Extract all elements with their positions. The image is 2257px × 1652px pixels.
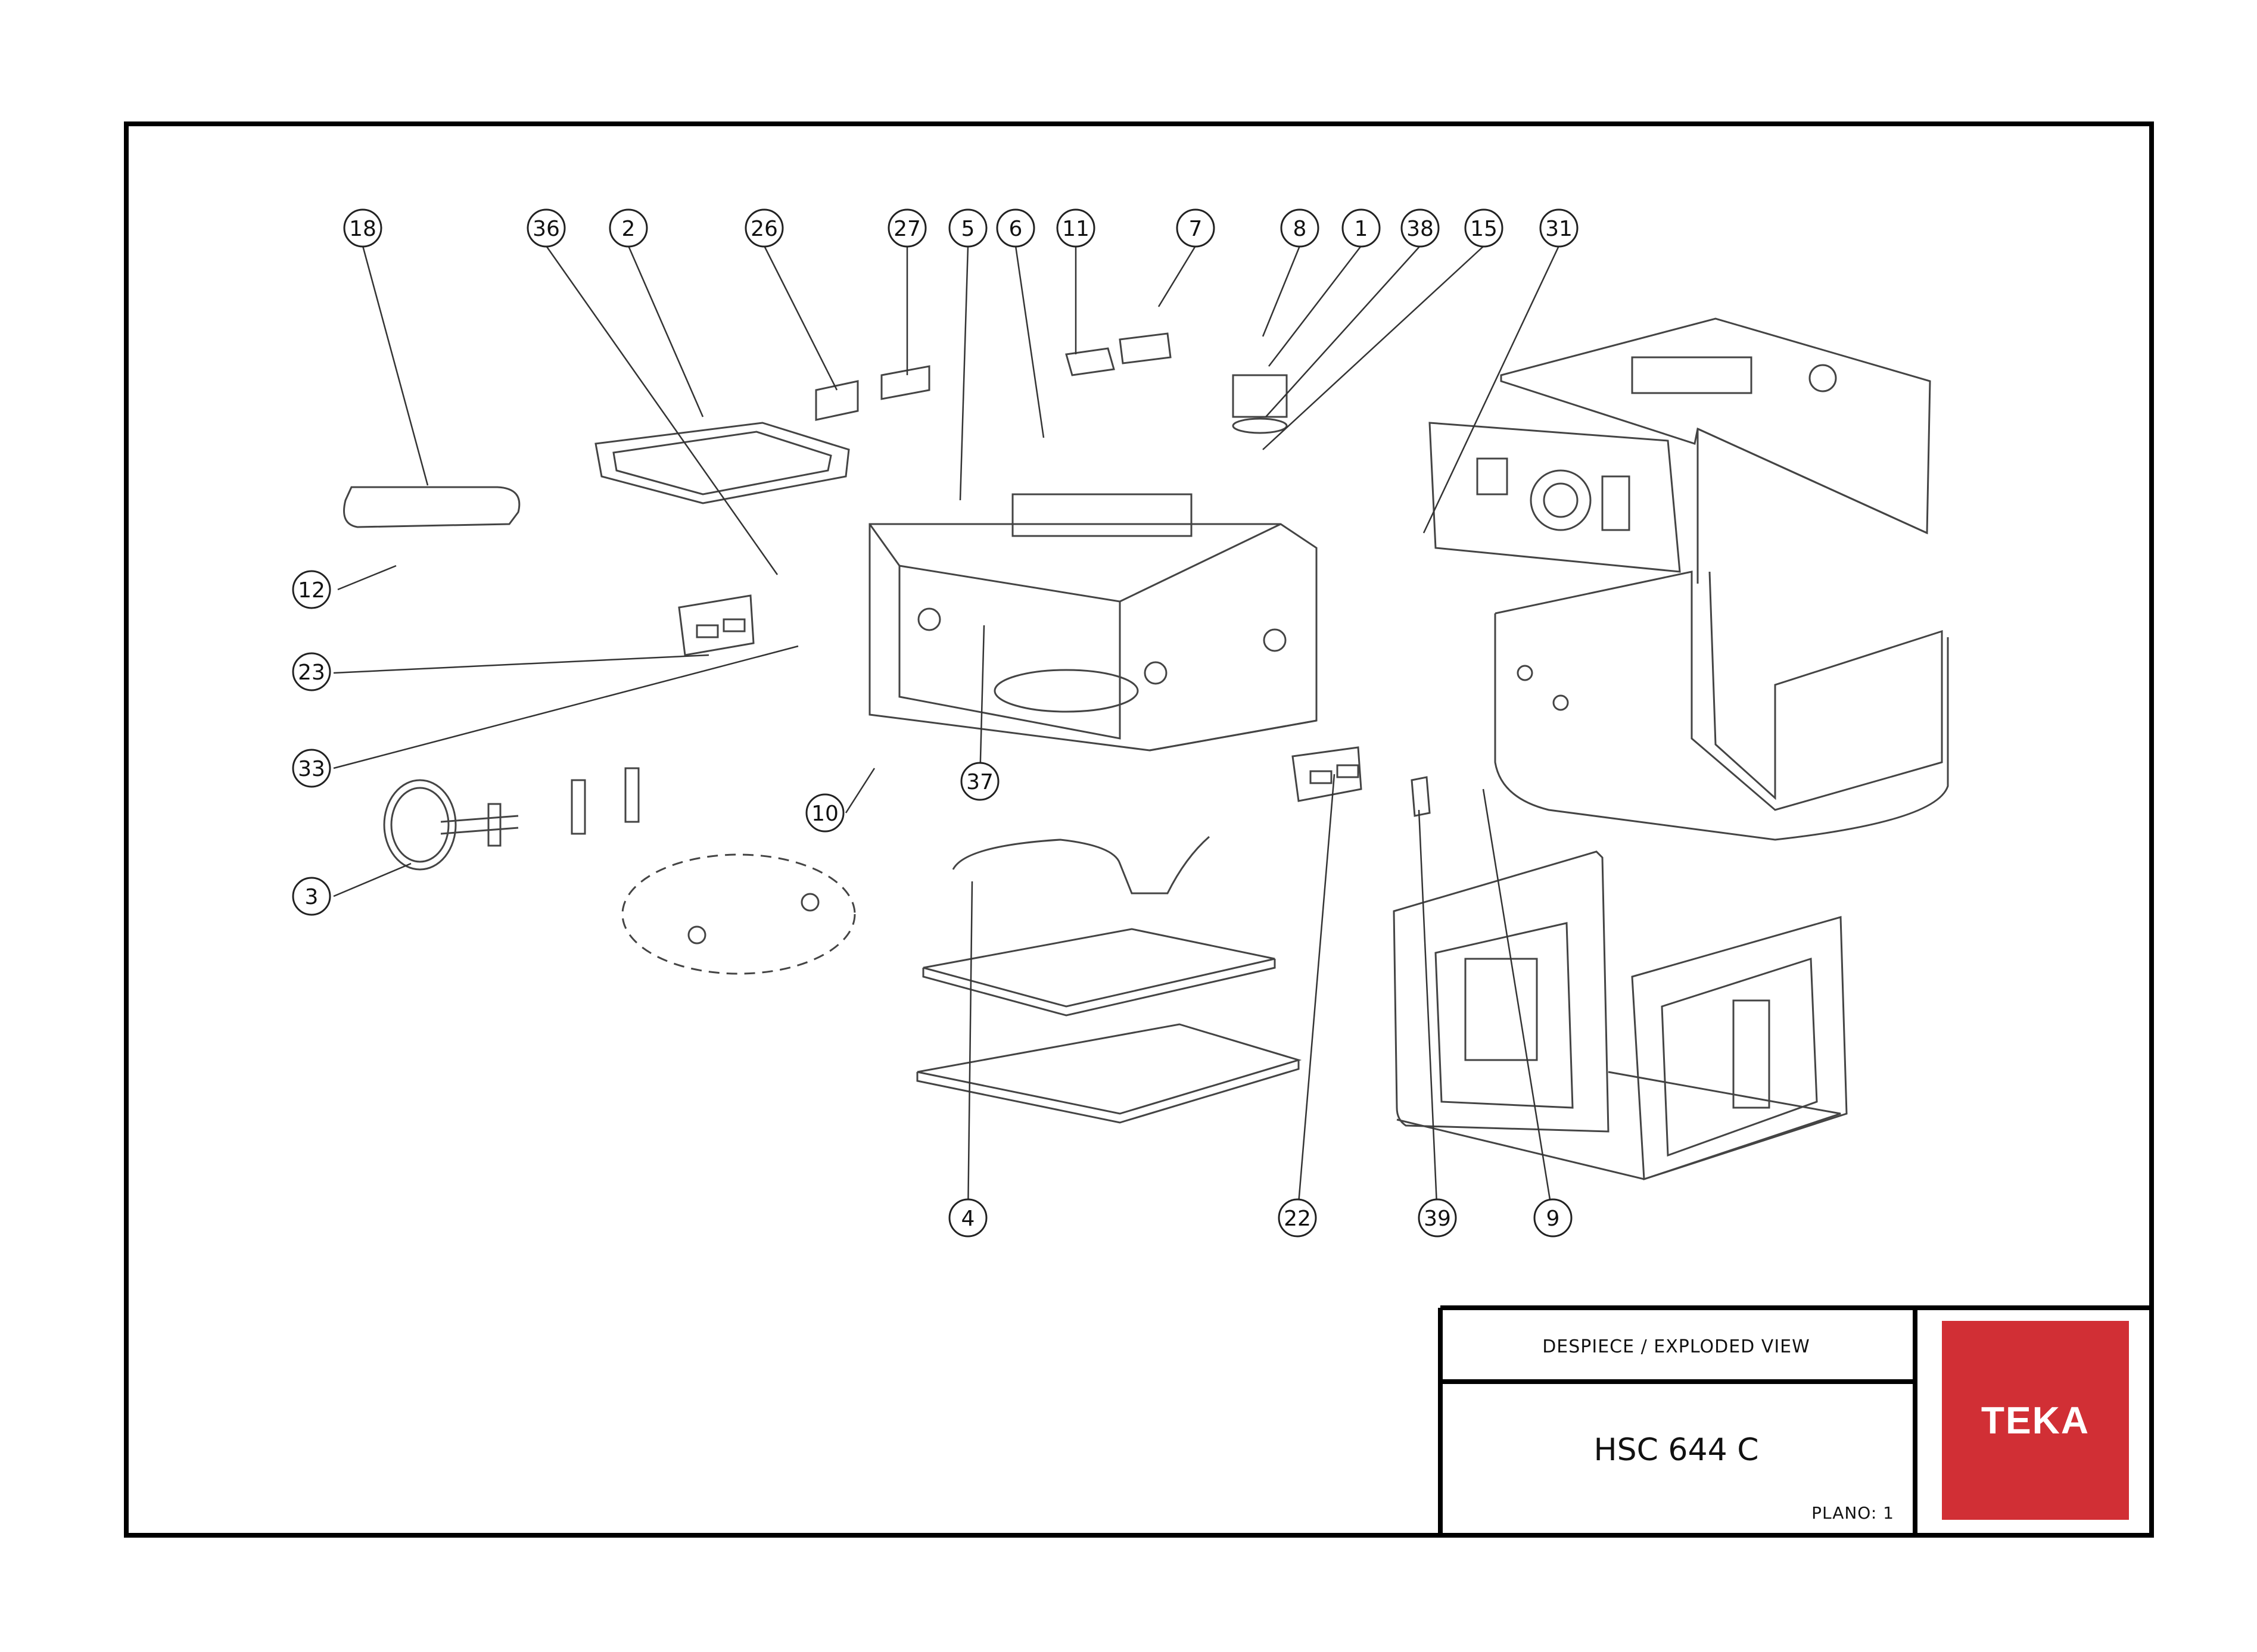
callout-12-label: 12 (298, 578, 325, 603)
callout-33: 33 (292, 749, 331, 788)
callout-33-label: 33 (298, 757, 325, 781)
callout-7-label: 7 (1189, 217, 1203, 241)
parts (343, 317, 1949, 1181)
part-31-panel (1428, 422, 1681, 573)
callout-38-label: 38 (1406, 217, 1434, 241)
side-frame-left (1393, 850, 1610, 1133)
leader-lines (333, 245, 1560, 1218)
callout-5: 5 (948, 208, 988, 248)
part-1-motor (1232, 374, 1288, 418)
callout-38: 38 (1400, 208, 1440, 248)
part-23-bracket (678, 594, 755, 656)
callout-36: 36 (527, 208, 566, 248)
callout-27-label: 27 (894, 217, 921, 241)
callout-4: 4 (948, 1198, 988, 1238)
teka-logo: TEKA (1942, 1321, 2129, 1520)
part-2-grill (594, 422, 850, 504)
callout-26: 26 (745, 208, 784, 248)
callout-2-label: 2 (622, 217, 636, 241)
callout-31-label: 31 (1545, 217, 1573, 241)
callout-12: 12 (292, 570, 331, 609)
outer-u-shell (1494, 571, 1949, 841)
callout-22-label: 22 (1284, 1207, 1311, 1231)
callout-18: 18 (343, 208, 382, 248)
part-11-plate (1065, 347, 1115, 376)
callout-26-label: 26 (751, 217, 778, 241)
callout-39: 39 (1418, 1198, 1457, 1238)
teka-logo-text: TEKA (1981, 1399, 2090, 1442)
callout-7: 7 (1176, 208, 1215, 248)
side-frame-right (1631, 916, 1848, 1181)
part-26-bracket (815, 380, 859, 421)
callout-15-label: 15 (1470, 217, 1498, 241)
callout-15: 15 (1464, 208, 1503, 248)
callout-8-label: 8 (1293, 217, 1307, 241)
callout-5-label: 5 (961, 217, 975, 241)
callout-8: 8 (1280, 208, 1319, 248)
bottom-frame (1396, 1071, 1841, 1180)
callout-6: 6 (996, 208, 1035, 248)
title-block-plano: PLANO: 1 (1811, 1503, 1894, 1523)
callout-10-label: 10 (811, 802, 839, 826)
part-4-element (952, 836, 1210, 894)
callout-1: 1 (1341, 208, 1381, 248)
part-39 (1411, 776, 1431, 817)
callout-39-label: 39 (1424, 1207, 1451, 1231)
callout-9-label: 9 (1546, 1207, 1560, 1231)
callout-11-label: 11 (1062, 217, 1089, 241)
title-block-model: HSC 644 C (1593, 1432, 1759, 1468)
callout-2: 2 (609, 208, 648, 248)
part-18-cover (343, 486, 521, 528)
part-cavity (868, 493, 1318, 752)
part-22-bracket (1291, 746, 1362, 802)
part-27-bracket (880, 365, 930, 400)
part-7-plate (1119, 332, 1172, 364)
callout-37: 37 (960, 762, 1000, 801)
callout-3-label: 3 (305, 885, 319, 909)
callout-4-label: 4 (961, 1207, 975, 1231)
callout-23: 23 (292, 652, 331, 691)
callout-18-label: 18 (349, 217, 376, 241)
callout-27: 27 (888, 208, 927, 248)
title-block (1438, 1305, 2152, 1535)
callout-37-label: 37 (966, 770, 994, 794)
outer-top-cover (1500, 317, 1931, 535)
callout-31: 31 (1539, 208, 1579, 248)
part-3-element (383, 779, 457, 871)
callout-balloons: 18 36 2 26 27 5 6 11 7 8 1 38 15 31 12 2… (292, 208, 1579, 1238)
callout-22: 22 (1278, 1198, 1317, 1238)
callout-11: 11 (1056, 208, 1095, 248)
callout-1-label: 1 (1355, 217, 1368, 241)
callout-36-label: 36 (533, 217, 560, 241)
callout-10: 10 (805, 793, 845, 833)
title-block-title: DESPIECE / EXPLODED VIEW (1542, 1336, 1810, 1357)
drawing-frame (124, 121, 2154, 1538)
bottom-plate (917, 1023, 1302, 1115)
callout-3: 3 (292, 877, 331, 916)
detail-oval (621, 853, 856, 975)
callout-9: 9 (1533, 1198, 1573, 1238)
callout-6-label: 6 (1009, 217, 1023, 241)
callout-23-label: 23 (298, 660, 325, 685)
